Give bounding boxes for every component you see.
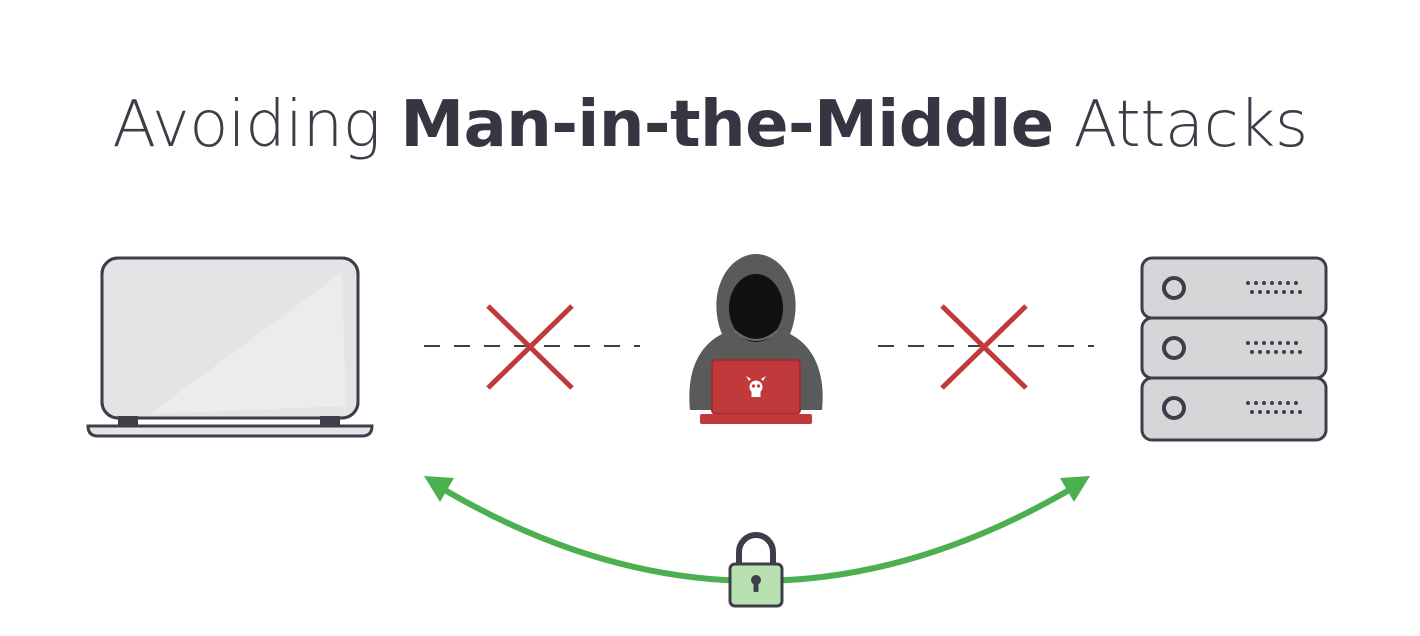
title-prefix: Avoiding	[112, 88, 381, 162]
blocked-connection-left	[424, 304, 640, 390]
server-unit	[1140, 256, 1328, 320]
server-unit	[1140, 376, 1328, 442]
red-x-icon	[940, 304, 1028, 390]
server-unit	[1140, 316, 1328, 380]
padlock-icon	[728, 532, 784, 608]
title-emphasis: Man-in-the-Middle	[400, 88, 1054, 162]
page-title: Avoiding Man-in-the-Middle Attacks	[0, 80, 1420, 170]
title-suffix: Attacks	[1073, 88, 1309, 162]
server-rack-icon	[1140, 256, 1328, 442]
laptop-icon	[86, 256, 374, 438]
blocked-connection-right	[878, 304, 1094, 390]
hooded-hacker-icon	[689, 254, 823, 424]
red-x-icon	[486, 304, 574, 390]
skull-icon	[746, 376, 766, 397]
